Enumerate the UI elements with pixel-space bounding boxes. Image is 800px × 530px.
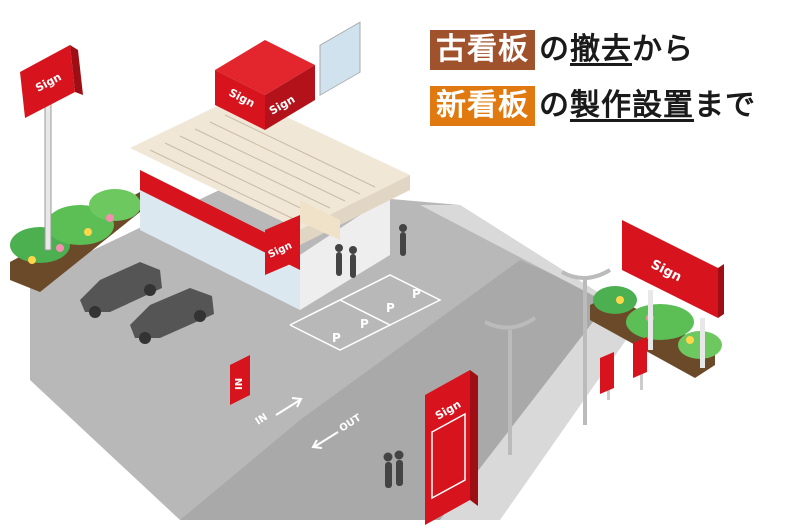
parking-mark-1: P <box>332 331 341 345</box>
planter-left <box>10 189 141 292</box>
parked-car-1 <box>80 262 162 318</box>
headline-line-2: 新看板 の 製作設置 まで <box>430 86 756 126</box>
headline-line-1: 古看板 の 撤去 から <box>430 30 694 70</box>
billboard-right <box>622 220 724 368</box>
parking-bays <box>289 274 442 351</box>
pole-sign-left <box>20 45 83 251</box>
street-light-right <box>561 268 612 425</box>
sidewalk <box>420 205 640 520</box>
entrance-in-sign <box>230 355 250 405</box>
headline-line-1-keyword: 撤去 <box>570 32 632 67</box>
people-entrance <box>335 224 407 278</box>
headline-line-2-keyword: 製作設置 <box>570 88 694 123</box>
store-building <box>130 95 410 310</box>
facade-sign <box>265 215 300 275</box>
old-sign-tag: 古看板 <box>430 30 535 70</box>
people-sidewalk <box>383 450 404 488</box>
roof-cube-sign <box>215 40 315 130</box>
small-stand-sign-2 <box>633 337 647 390</box>
entrance-door <box>319 21 361 97</box>
parking-mark-3: P <box>386 301 395 315</box>
parking-mark-4: P <box>412 287 421 301</box>
road-arrow-out <box>311 431 339 449</box>
parking-mark-2: P <box>360 317 369 331</box>
road-arrow-in <box>275 397 303 416</box>
small-stand-sign-1 <box>600 352 614 400</box>
headline-line-1-tail: から <box>632 32 694 67</box>
new-sign-tag: 新看板 <box>430 86 535 126</box>
headline-line-1-particle: の <box>539 32 570 67</box>
street-light-center <box>484 316 537 455</box>
headline-line-2-particle: の <box>539 88 570 123</box>
monument-tower-sign <box>425 370 478 525</box>
parked-car-2 <box>130 288 214 344</box>
entrance-in-label: IN <box>234 378 245 390</box>
headline-line-2-tail: まで <box>694 88 756 123</box>
road-surface <box>180 260 610 520</box>
